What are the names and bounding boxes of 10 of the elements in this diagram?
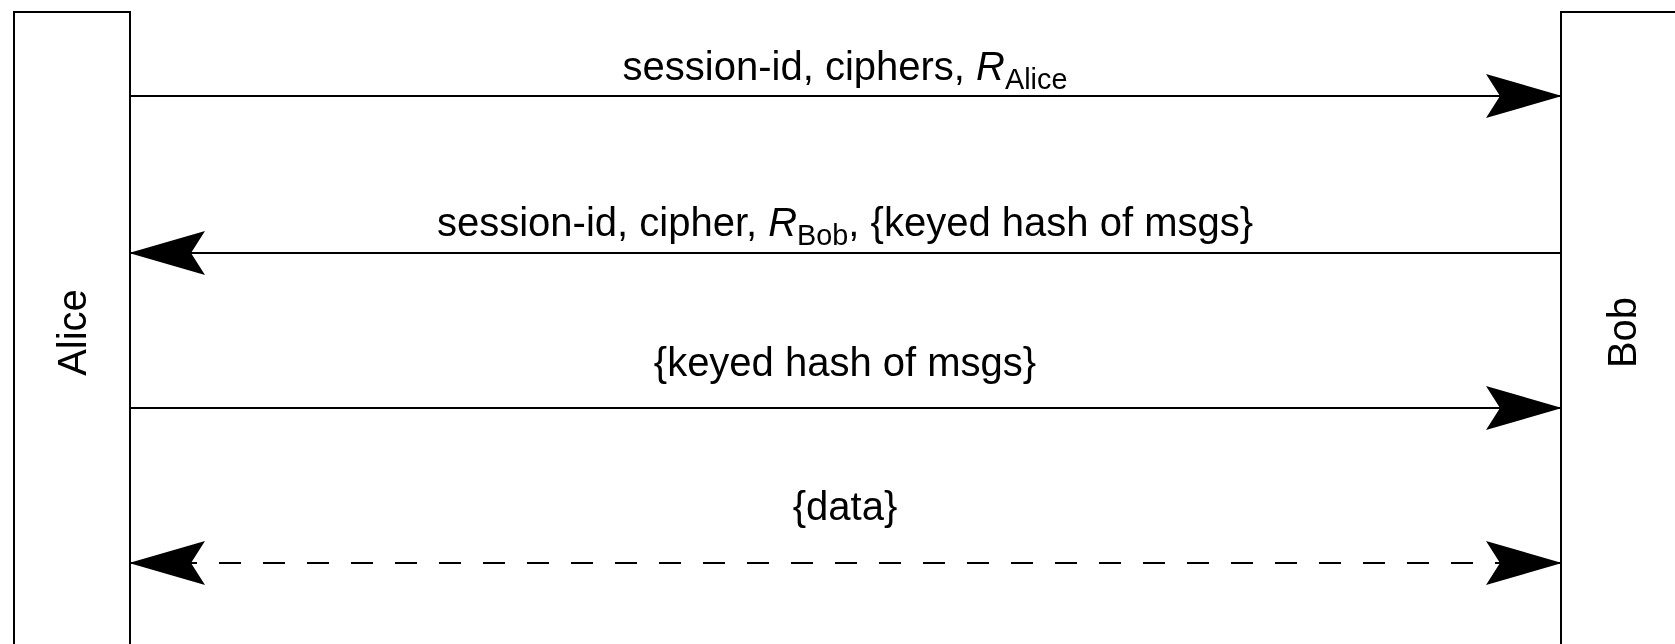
participant-name: Bob (1600, 296, 1645, 368)
edge-label: {data} (792, 484, 898, 528)
arrow (130, 386, 1562, 430)
participant-name: Alice (49, 288, 95, 376)
arrow (130, 74, 1562, 118)
participant-box (13, 11, 131, 644)
edge-label: session-id, ciphers, R$_{Alice}$ (622, 44, 1068, 88)
edge-label: {keyed hash of msgs} (653, 340, 1037, 384)
edge-label: session-id, cipher, R$_{Bob}$, {keyed hash of msgs} (436, 200, 1254, 244)
participant-box (1560, 11, 1675, 644)
